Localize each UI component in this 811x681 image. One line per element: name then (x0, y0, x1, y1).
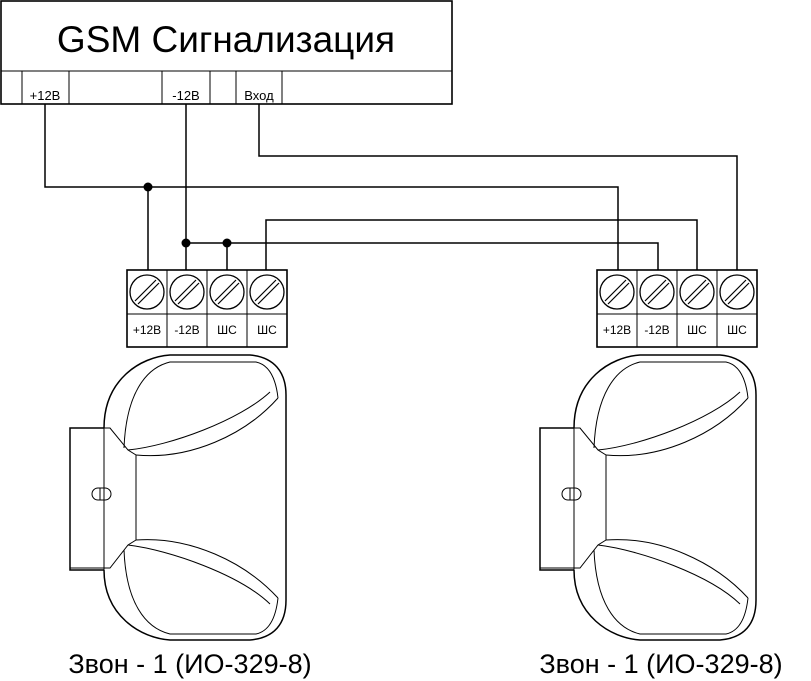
gsm-title: GSM Сигнализация (57, 19, 395, 60)
gsm-terminal-strip (21, 71, 283, 104)
sounder-housing-icon (539, 354, 757, 641)
terminal-label: +12В (133, 323, 161, 337)
terminal-block-left: +12В -12В ШС ШС (126, 269, 288, 348)
junction-dot (181, 238, 191, 248)
sounder-housing-icon (69, 354, 287, 641)
screw-terminal-icon (719, 274, 755, 310)
terminal-label: +12В (603, 323, 631, 337)
screw-terminal-icon (639, 274, 675, 310)
gsm-box-frame (0, 0, 453, 105)
gsm-alarm-box: GSM Сигнализация +12В -12В Вход (0, 0, 453, 105)
junction-dot (222, 238, 232, 248)
screw-terminal-icon (679, 274, 715, 310)
terminal-label: ШС (257, 323, 277, 337)
gsm-terminal-minus12: -12В (172, 88, 199, 103)
detector-caption-left: Звон - 1 (ИО-329-8) (68, 649, 311, 679)
wire-input-loop (258, 104, 738, 272)
wire-plus12 (44, 104, 619, 272)
screw-terminal-icon (169, 274, 205, 310)
wire-loop-link (265, 219, 698, 272)
terminal-label: ШС (217, 323, 237, 337)
screw-terminal-icon (599, 274, 635, 310)
terminal-label: ШС (727, 323, 747, 337)
screw-terminal-icon (209, 274, 245, 310)
junction-dot (143, 182, 153, 192)
screw-terminal-icon (129, 274, 165, 310)
wire-minus12 (185, 104, 659, 272)
gsm-terminal-plus12: +12В (30, 88, 61, 103)
terminal-label: -12В (644, 323, 669, 337)
terminal-label: -12В (174, 323, 199, 337)
terminal-label: ШС (687, 323, 707, 337)
detector-caption-right: Звон - 1 (ИО-329-8) (539, 649, 782, 679)
terminal-block-right: +12В -12В ШС ШС (596, 269, 758, 348)
gsm-terminal-input: Вход (244, 88, 274, 103)
screw-terminal-icon (249, 274, 285, 310)
wires (44, 104, 738, 272)
